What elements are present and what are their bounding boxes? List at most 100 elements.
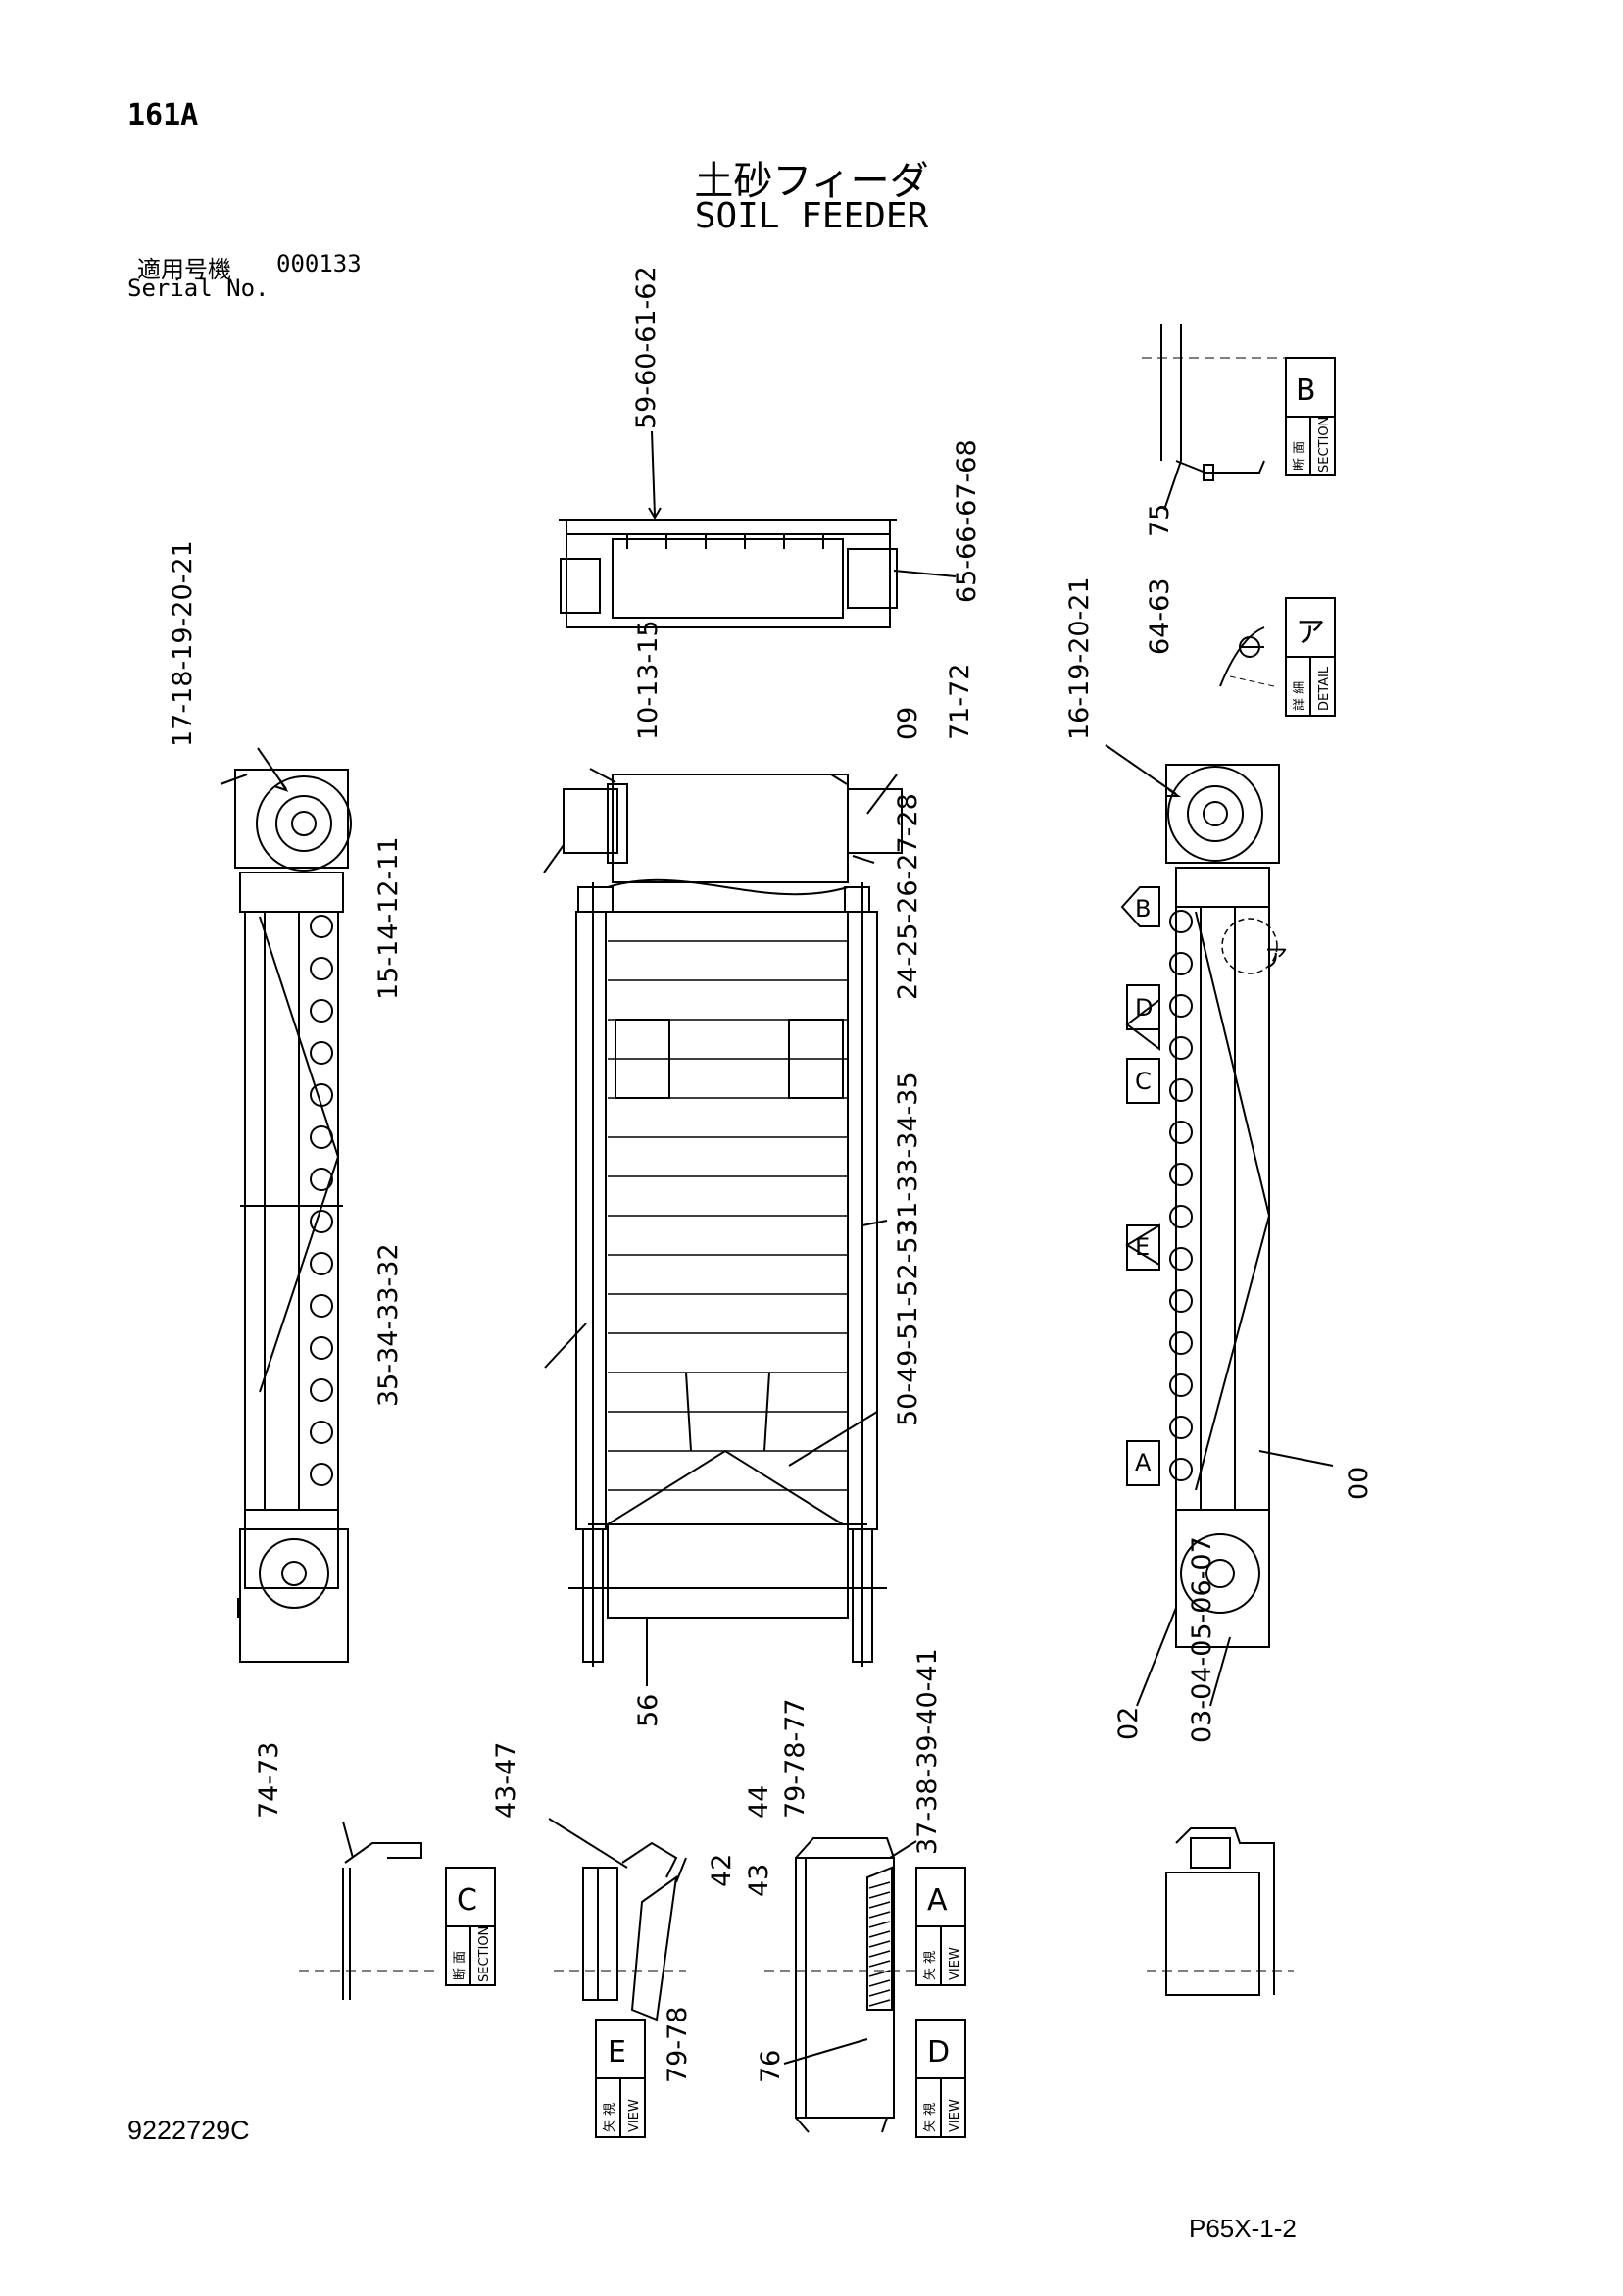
callout-03-07: 03-04-05-06-07 <box>1187 1536 1217 1743</box>
callout-02: 02 <box>1113 1707 1144 1740</box>
section-b-drawing <box>1142 324 1294 511</box>
callout-64-63: 64-63 <box>1145 578 1175 655</box>
label-box-view-e <box>595 2019 646 2138</box>
callout-00: 00 <box>1344 1467 1374 1500</box>
label-box-view-a <box>915 1867 966 1986</box>
left-side-view <box>220 769 352 1663</box>
center-belt-slats <box>608 940 848 1491</box>
idler-roller <box>1169 910 1193 933</box>
callout-42: 42 <box>707 1854 737 1887</box>
idler-roller <box>1169 1036 1193 1060</box>
hatch-line <box>868 1901 891 1909</box>
hatch-line <box>868 1891 891 1899</box>
title-english: SOIL FEEDER <box>694 196 929 236</box>
callout-65-68: 65-66-67-68 <box>952 439 982 603</box>
detail-a-en: DETAIL <box>1317 666 1332 711</box>
idler-roller <box>310 915 333 938</box>
idler-roller <box>1169 1331 1193 1355</box>
callout-09: 09 <box>893 707 923 740</box>
section-b-jp: 断 面 <box>1293 441 1307 471</box>
label-box-section-b <box>1285 357 1336 476</box>
idler-roller <box>310 1421 333 1444</box>
idler-roller <box>310 1463 333 1486</box>
detail-a-jp: 詳 細 <box>1292 681 1307 711</box>
section-c-letter: C <box>457 1883 477 1918</box>
view-e-letter: E <box>608 2035 626 2070</box>
idler-roller <box>310 1125 333 1149</box>
callout-50-53: 50-49-51-52-53 <box>893 1220 923 1426</box>
hatch-line <box>868 1960 891 1968</box>
left-idler-rollers <box>310 915 333 1486</box>
idler-roller <box>310 1168 333 1191</box>
callout-24-28: 24-25-26-27-28 <box>893 793 923 1000</box>
idler-roller <box>1169 1373 1193 1397</box>
detail-marker-a: ア <box>1264 944 1288 972</box>
view-a-hatch <box>868 1881 891 2007</box>
view-d-en: VIEW <box>948 2099 962 2132</box>
callout-15-11: 15-14-12-11 <box>373 836 404 1000</box>
view-a-en: VIEW <box>948 1947 962 1980</box>
callout-43-47: 43-47 <box>491 1742 521 1819</box>
callout-59-62: 59-60-61-62 <box>631 266 662 429</box>
idler-roller <box>310 999 333 1023</box>
callout-79-78-e: 79-78 <box>663 2007 693 2083</box>
view-e-jp: 矢 視 <box>603 2103 617 2132</box>
serial-label-english: Serial No. <box>127 275 270 302</box>
section-b-letter: B <box>1296 374 1316 408</box>
idler-roller <box>310 1294 333 1318</box>
callout-71-72: 71-72 <box>945 664 975 740</box>
title-japanese: 土砂フィーダ <box>694 159 929 204</box>
callout-75: 75 <box>1145 504 1175 537</box>
hatch-line <box>868 1989 891 1997</box>
drawing-number: 9222729C <box>127 2116 250 2145</box>
callout-43-a: 43 <box>744 1864 774 1897</box>
hatch-line <box>868 1911 891 1919</box>
detail-a-letter: ア <box>1296 616 1325 650</box>
idler-roller <box>1169 1416 1193 1439</box>
section-c-jp: 断 面 <box>453 1951 467 1980</box>
callout-56: 56 <box>633 1694 664 1727</box>
arrow-c-letter: C <box>1135 1068 1152 1095</box>
callout-44: 44 <box>744 1785 774 1819</box>
serial-label-japanese: 適用号機 <box>137 256 231 283</box>
arrow-b-letter: B <box>1135 895 1151 923</box>
view-d-letter: D <box>927 2035 950 2070</box>
callout-16-21: 16-19-20-21 <box>1064 576 1095 740</box>
top-view-assembly <box>559 430 957 628</box>
callout-76: 76 <box>756 2050 786 2083</box>
arrow-e-letter: E <box>1135 1233 1150 1261</box>
idler-roller <box>1169 994 1193 1018</box>
view-e-en: VIEW <box>627 2099 642 2132</box>
view-arrows <box>1120 886 1160 1486</box>
idler-roller <box>1169 1205 1193 1228</box>
arrow-d-letter: D <box>1135 994 1153 1022</box>
callout-37-41: 37-38-39-40-41 <box>912 1648 943 1855</box>
section-b-en: SECTION <box>1317 417 1332 473</box>
idler-roller <box>1169 1458 1193 1481</box>
callout-74-73: 74-73 <box>254 1742 284 1819</box>
idler-roller <box>310 1336 333 1360</box>
serial-number: 000133 <box>276 250 362 277</box>
center-plan-view <box>563 774 903 1667</box>
hatch-line <box>868 1940 891 1948</box>
sheet-reference: P65X-1-2 <box>1189 2214 1297 2243</box>
hatch-line <box>868 1921 891 1928</box>
right-idler-rollers <box>1169 910 1193 1481</box>
idler-roller <box>1169 1289 1193 1313</box>
section-c-en: SECTION <box>477 1926 492 1982</box>
hatch-line <box>868 1930 891 1938</box>
detail-a-drawing <box>1219 626 1275 687</box>
view-a-drawing <box>764 1837 917 2133</box>
idler-roller <box>310 1210 333 1233</box>
callout-10-15: 10-13-15 <box>633 620 664 740</box>
label-box-detail-a <box>1285 597 1336 717</box>
label-box-section-c <box>445 1867 496 1986</box>
hatch-line <box>868 1999 891 2007</box>
hatch-line <box>868 1979 891 1987</box>
view-e-drawing <box>548 1818 687 2021</box>
idler-roller <box>1169 1078 1193 1102</box>
hatch-line <box>868 1970 891 1977</box>
idler-roller <box>310 1083 333 1107</box>
view-d-jp: 矢 視 <box>923 2103 938 2132</box>
